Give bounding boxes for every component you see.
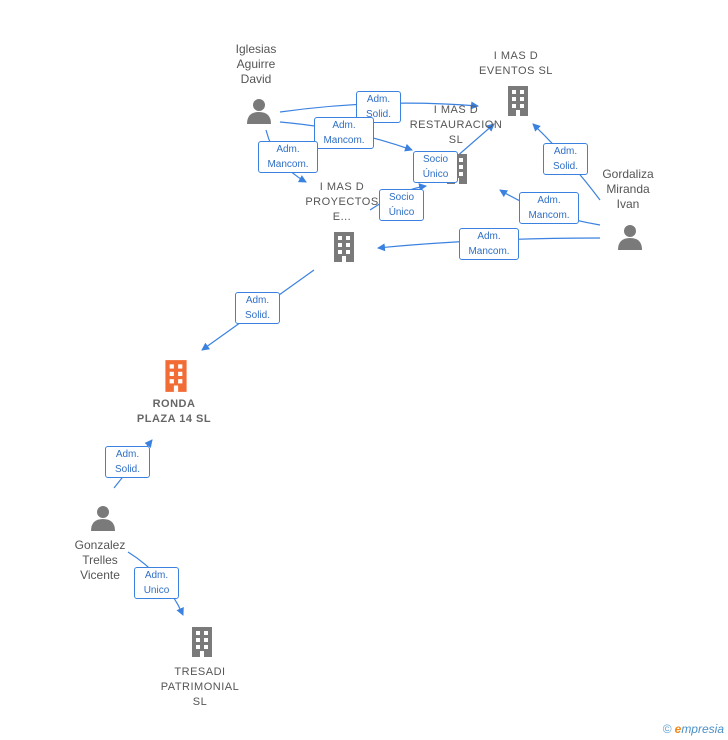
edge-label-adm-mancom[interactable]: Adm. Mancom. xyxy=(258,141,318,173)
brand-text: mpresia xyxy=(681,722,724,736)
company-label-eventos[interactable]: I MAS D EVENTOS SL xyxy=(479,50,553,77)
company-label-restauracion[interactable]: I MAS D RESTAURACION SL xyxy=(409,104,503,146)
building-icon xyxy=(165,360,187,392)
edge-label-socio-unico[interactable]: Socio Único xyxy=(379,189,424,221)
person-icon xyxy=(618,225,642,250)
edge-label-adm-solid[interactable]: Adm. Solid. xyxy=(235,292,280,324)
edge-label-adm-mancom[interactable]: Adm. Mancom. xyxy=(519,192,579,224)
edge-label-adm-mancom[interactable]: Adm. Mancom. xyxy=(314,117,374,149)
person-icon xyxy=(91,506,115,531)
company-label-ronda[interactable]: RONDA PLAZA 14 SL xyxy=(136,398,212,425)
edge-label-adm-solid[interactable]: Adm. Solid. xyxy=(543,143,588,175)
building-icon xyxy=(334,232,354,262)
edge-label-adm-solid[interactable]: Adm. Solid. xyxy=(356,91,401,123)
brand-e: e xyxy=(674,722,682,736)
edge-label-adm-mancom[interactable]: Adm. Mancom. xyxy=(459,228,519,260)
building-icon xyxy=(192,627,212,657)
person-label-gordaliza[interactable]: Gordaliza Miranda Ivan xyxy=(602,167,654,211)
edge-label-adm-solid[interactable]: Adm. Solid. xyxy=(105,446,150,478)
copyright-icon: © xyxy=(662,722,672,736)
building-icon xyxy=(508,86,528,116)
edge-label-socio-unico[interactable]: Socio Único xyxy=(413,151,458,183)
edge-label-adm-unico[interactable]: Adm. Unico xyxy=(134,567,179,599)
company-label-proyectos[interactable]: I MAS D PROYECTOS E... xyxy=(305,181,379,223)
person-label-gonzalez[interactable]: Gonzalez Trelles Vicente xyxy=(74,538,126,582)
company-label-tresadi[interactable]: TRESADI PATRIMONIAL SL xyxy=(160,666,240,708)
person-icon xyxy=(247,99,271,124)
empresia-watermark[interactable]: ©empresia xyxy=(663,722,724,736)
person-label-iglesias[interactable]: Iglesias Aguirre David xyxy=(235,42,277,86)
edge-restauracion-eventos xyxy=(454,123,495,159)
